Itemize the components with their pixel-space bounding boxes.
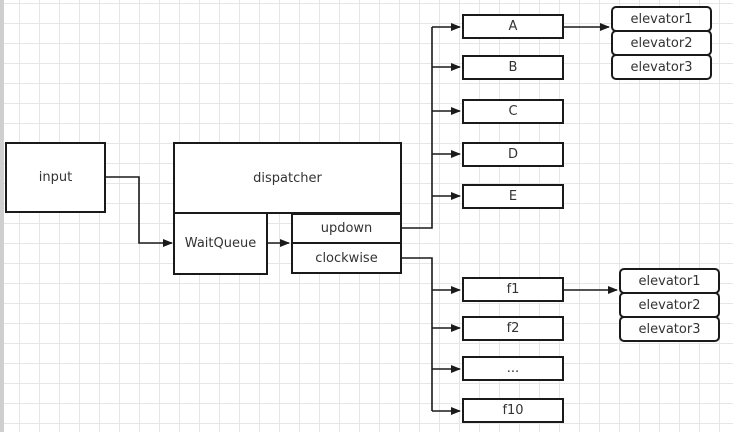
floor-c-node: C bbox=[462, 99, 564, 124]
floor-e-node: E bbox=[462, 184, 564, 209]
floor-f1-node: f1 bbox=[462, 277, 564, 302]
floor-a-node: A bbox=[462, 14, 564, 39]
elevator-a-2: elevator2 bbox=[611, 30, 712, 56]
input-node: input bbox=[5, 142, 106, 213]
updown-node: updown bbox=[291, 213, 402, 244]
waitqueue-node: WaitQueue bbox=[173, 212, 268, 275]
floor-f2-node: f2 bbox=[462, 316, 564, 341]
elevator-f1-3: elevator3 bbox=[619, 316, 720, 342]
elevator-f1-1: elevator1 bbox=[619, 268, 720, 294]
updown-trunk bbox=[401, 27, 433, 229]
elevator-a-1: elevator1 bbox=[611, 6, 712, 32]
clockwise-trunk bbox=[401, 257, 433, 411]
floor-ellipsis-node: ... bbox=[462, 356, 564, 381]
floor-d-node: D bbox=[462, 142, 564, 167]
floor-b-node: B bbox=[462, 55, 564, 80]
dispatcher-node: dispatcher bbox=[173, 142, 402, 214]
canvas-left-rule bbox=[0, 0, 4, 432]
clockwise-node: clockwise bbox=[291, 242, 402, 274]
floor-f10-node: f10 bbox=[462, 398, 564, 423]
input-to-waitqueue-arrow bbox=[106, 176, 173, 247]
elevator-f1-2: elevator2 bbox=[619, 292, 720, 318]
elevator-a-3: elevator3 bbox=[611, 54, 712, 80]
